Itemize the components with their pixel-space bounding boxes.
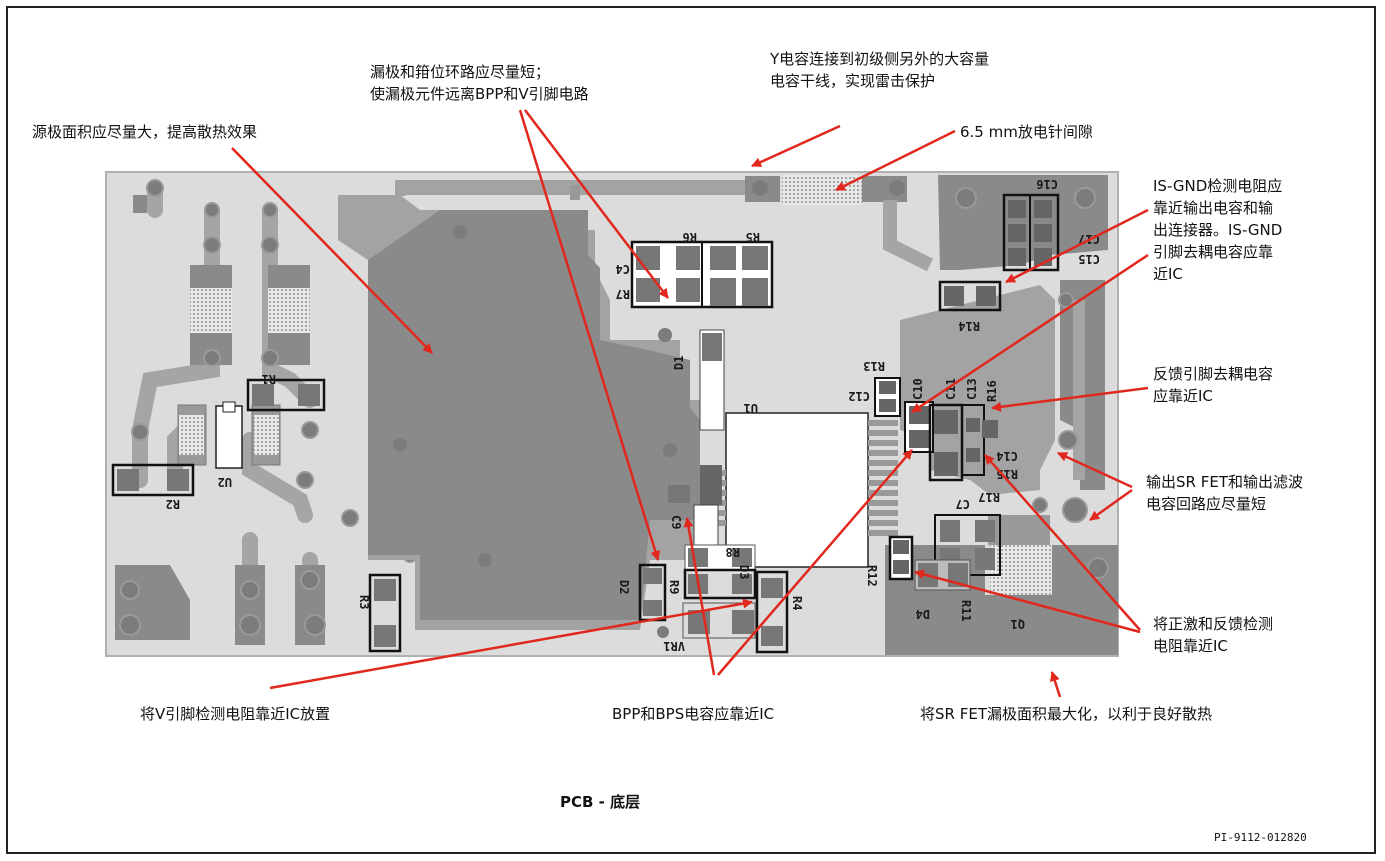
designator-c16: C16 <box>1036 177 1058 191</box>
annotation-arrows <box>231 109 1149 698</box>
designator-r8: R8 <box>726 545 740 559</box>
arrow-sr-drain <box>1049 671 1062 698</box>
annotation-text: IS-GND检测电阻应 <box>1153 177 1283 195</box>
annotation-text: 靠近输出电容和输 <box>1153 199 1274 217</box>
designator-d1: D1 <box>672 356 686 370</box>
designator-c4: C4 <box>616 262 630 276</box>
designator-r7: R7 <box>616 287 630 301</box>
annotation-isgnd: IS-GND检测电阻应 靠近输出电容和输 出连接器。IS-GND 引脚去耦电容应… <box>1153 175 1282 285</box>
arrow-isgnd-1 <box>1005 208 1149 284</box>
arrow-isgnd-2 <box>911 253 1149 414</box>
arrow-drain-clamp-1 <box>524 109 669 299</box>
designator-r9: R9 <box>667 580 681 594</box>
annotation-text: 电容回路应尽量短 <box>1146 495 1267 513</box>
annotation-drain-clamp: 漏极和箝位环路应尽量短； 使漏极元件远离BPP和V引脚电路 <box>370 61 589 105</box>
annotation-text: 源极面积应尽量大，提高散热效果 <box>32 123 258 141</box>
annotation-text: Y电容连接到初级侧另外的大容量 <box>770 50 990 68</box>
designator-r1: R1 <box>262 372 276 386</box>
arrow-feedback <box>991 386 1149 412</box>
annotation-text: 出连接器。IS-GND <box>1153 221 1283 239</box>
source-copper <box>338 195 720 630</box>
annotation-text: 将正激和反馈检测 <box>1153 615 1274 633</box>
annotation-text: 近IC <box>1153 265 1183 283</box>
annotation-text: 应靠近IC <box>1153 387 1213 405</box>
designator-c9: C9 <box>669 515 683 529</box>
annotation-text: 反馈引脚去耦电容 <box>1153 365 1274 383</box>
arrow-fwd-fb-2 <box>914 569 1141 634</box>
arrow-ycap <box>751 124 841 168</box>
arrow-fwd-fb-1 <box>984 454 1141 631</box>
designator-c15: C15 <box>1078 252 1100 266</box>
arrow-bpp-2 <box>717 449 913 676</box>
designator-c13: C13 <box>965 378 979 400</box>
annotation-text: 电阻靠近IC <box>1153 637 1228 655</box>
designator-r6: R6 <box>683 230 697 244</box>
annotation-text: BPP和BPS电容应靠近IC <box>612 705 775 723</box>
designator-r2: R2 <box>166 497 180 511</box>
annotation-bpp-bps: BPP和BPS电容应靠近IC <box>612 703 774 725</box>
figure-caption: PCB - 底层 <box>560 793 641 811</box>
annotation-text: 输出SR FET和输出滤波 <box>1146 473 1303 491</box>
designator-r14: R14 <box>958 319 980 333</box>
annotation-text: 引脚去耦电容应靠 <box>1153 243 1274 261</box>
annotation-text: 将V引脚检测电阻靠近IC放置 <box>140 705 331 723</box>
annotation-text: 漏极和箝位环路应尽量短； <box>370 63 551 81</box>
designator-u2: U2 <box>218 475 232 489</box>
arrow-v-pin <box>269 598 753 690</box>
designator-vr1: VR1 <box>663 639 685 653</box>
designator-r17: R17 <box>978 490 1000 504</box>
arrow-drain-clamp-2 <box>518 109 661 561</box>
designator-c14: C14 <box>996 449 1018 463</box>
designator-r12: R12 <box>865 565 879 587</box>
annotation-ycap: Y电容连接到初级侧另外的大容量 电容干线，实现雷击保护 <box>770 48 989 92</box>
annotation-fwd-fb: 将正激和反馈检测 电阻靠近IC <box>1153 613 1273 657</box>
designator-d4: D4 <box>916 607 930 621</box>
secondary-copper <box>874 175 1118 655</box>
designator-d3: D3 <box>737 565 751 579</box>
designator-q1: Q1 <box>1011 617 1025 631</box>
document-id: PI-9112-012820 <box>1214 831 1307 844</box>
designator-r11: R11 <box>959 600 973 622</box>
designator-u1: U1 <box>744 401 758 415</box>
annotation-v-pin: 将V引脚检测电阻靠近IC放置 <box>140 703 330 725</box>
annotation-feedback-cap: 反馈引脚去耦电容 应靠近IC <box>1153 363 1273 407</box>
arrow-source-area <box>231 147 433 354</box>
arrow-bpp-1 <box>683 517 716 676</box>
designator-c12: C12 <box>848 389 870 403</box>
annotation-srfet-loop: 输出SR FET和输出滤波 电容回路应尽量短 <box>1146 471 1303 515</box>
designators: R1 R2 U2 R3 D2 R6 R5 C4 R7 D1 U1 R13 C12… <box>166 177 1100 653</box>
designator-r15: R15 <box>996 467 1018 481</box>
designator-r4: R4 <box>790 596 804 610</box>
arrow-srfet-loop-1 <box>1057 451 1133 489</box>
designator-r5: R5 <box>746 230 760 244</box>
annotation-sr-drain: 将SR FET漏极面积最大化，以利于良好散热 <box>920 703 1212 725</box>
designator-r16: R16 <box>985 380 999 402</box>
annotation-spark-gap: 6.5 mm放电针间隙 <box>960 121 1093 143</box>
annotation-text: 使漏极元件远离BPP和V引脚电路 <box>370 85 589 103</box>
designator-r3: R3 <box>357 595 371 609</box>
annotation-source-area: 源极面积应尽量大，提高散热效果 <box>32 121 257 143</box>
annotation-text: 将SR FET漏极面积最大化，以利于良好散热 <box>920 705 1212 723</box>
arrow-srfet-loop-2 <box>1089 488 1133 522</box>
designator-r13: R13 <box>863 359 885 373</box>
top-trace <box>395 175 934 272</box>
arrow-spark-gap <box>835 129 956 192</box>
annotation-text: 电容干线，实现雷击保护 <box>770 72 936 90</box>
primary-ic-area <box>630 240 898 654</box>
designator-d2: D2 <box>617 580 631 594</box>
annotation-text: 6.5 mm放电针间隙 <box>960 123 1093 141</box>
designator-c10: C10 <box>911 378 925 400</box>
designator-c7: C7 <box>956 497 970 511</box>
